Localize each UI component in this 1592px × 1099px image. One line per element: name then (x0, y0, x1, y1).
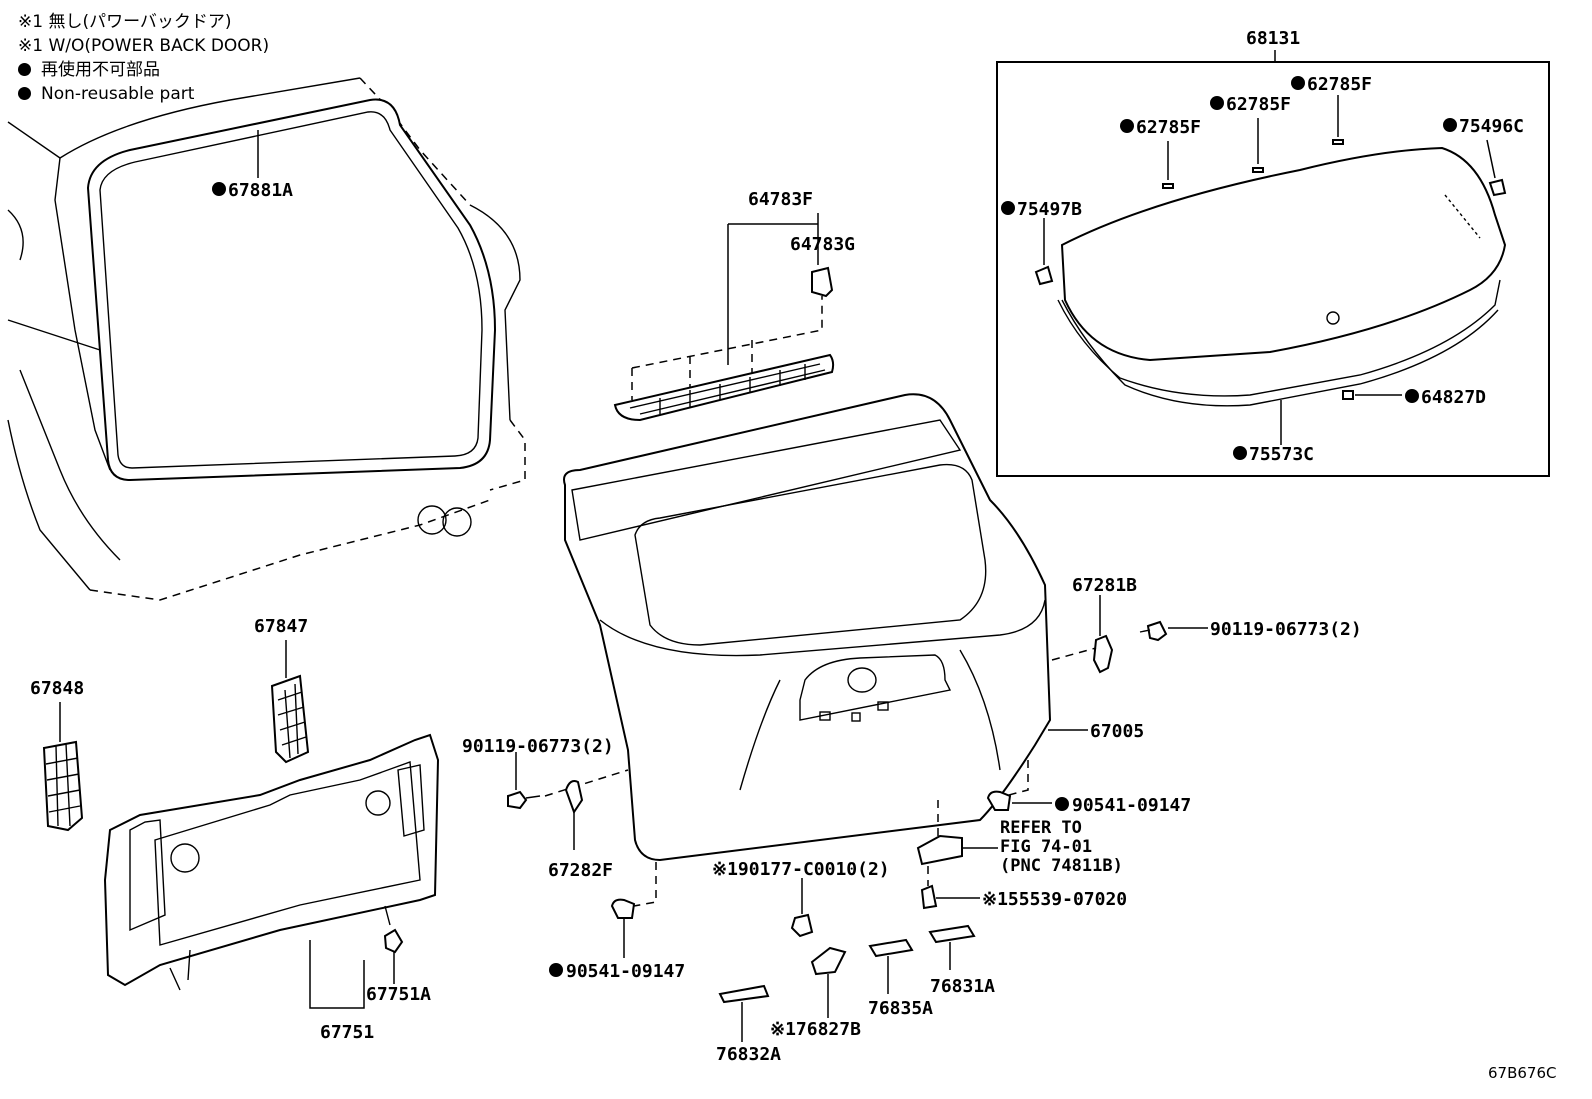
bracket-67281b (1092, 620, 1168, 674)
bolt-90119-left-shank (525, 795, 541, 799)
nonreusable-dot-icon (1443, 118, 1457, 132)
label-67881a: 67881A (228, 180, 293, 201)
nonreusable-dot-icon (549, 963, 563, 977)
license-lamp (916, 834, 963, 866)
weatherstrip-67881a (86, 98, 497, 482)
bolt-90119-left (507, 790, 528, 810)
label-75497b: 75497B (1017, 199, 1082, 220)
label-62785f-right: 62785F (1307, 74, 1372, 95)
label-90541-left: 90541-09147 (566, 961, 685, 982)
label-67848: 67848 (30, 678, 84, 699)
label-67751a: 67751A (366, 984, 431, 1005)
nonreusable-dot-icon (18, 63, 31, 76)
dashed-guide-67281b (1051, 647, 1097, 661)
label-67005: 67005 (1090, 721, 1144, 742)
legend-nonreuse-en-text: Non-reusable part (41, 84, 195, 104)
label-64783g: 64783G (790, 234, 855, 255)
nonreusable-dot-icon (212, 182, 226, 196)
nonreusable-dot-icon (1405, 389, 1419, 403)
switch-176827b (810, 946, 847, 976)
label-67282f: 67282F (548, 860, 613, 881)
nonreusable-dot-icon (1210, 96, 1224, 110)
refer-line-1: REFER TO (1000, 818, 1082, 838)
label-64783f: 64783F (748, 189, 813, 210)
trim-cover-67847 (270, 674, 310, 764)
trim-cover-67848 (42, 740, 84, 832)
lamp-bulb (920, 884, 938, 910)
figure-code: 67B676C (1488, 1064, 1556, 1082)
leaders-67281b (1099, 595, 1208, 636)
label-190177: ※190177-C0010(2) (712, 859, 890, 880)
stopper-90541-left (610, 898, 636, 919)
label-176827b: ※176827B (770, 1019, 861, 1040)
dashed-guide-stopper-right (1004, 760, 1029, 797)
legend: ※1 無し(パワーバックドア) ※1 W/O(POWER BACK DOOR) … (18, 10, 269, 106)
molding-76835a (868, 938, 914, 958)
leader-64783f (727, 213, 819, 365)
molding-76832a (718, 984, 770, 1004)
back-door-67005 (563, 393, 1052, 862)
back-door-glass (1034, 139, 1507, 407)
dashed-guide-90119-left (544, 769, 629, 797)
nonreusable-dot-icon (1233, 446, 1247, 460)
molding-76831a (928, 924, 976, 944)
label-62785f-left: 62785F (1136, 117, 1201, 138)
refer-line-2: FIG 74-01 (1000, 837, 1092, 857)
label-67847: 67847 (254, 616, 308, 637)
label-67751: 67751 (320, 1022, 374, 1043)
dashed-guide-stopper-left (633, 862, 657, 907)
label-76835a: 76835A (868, 998, 933, 1019)
clip-67751a (383, 928, 404, 954)
label-75496c: 75496C (1459, 116, 1524, 137)
legend-note-en: ※1 W/O(POWER BACK DOOR) (18, 36, 270, 56)
nonreusable-dot-icon (18, 87, 31, 100)
legend-nonreuse-jp-text: 再使用不可部品 (41, 60, 160, 80)
label-64827d: 64827D (1421, 387, 1486, 408)
trim-board-67751 (103, 733, 440, 991)
label-90119-right: 90119-06773(2) (1210, 619, 1362, 640)
dashed-guide-64783 (631, 296, 823, 400)
label-90541-right: 90541-09147 (1072, 795, 1191, 816)
leader-67751 (309, 940, 365, 1009)
legend-nonreuse-en: Non-reusable part (18, 82, 269, 106)
bracket-67282f (564, 780, 584, 815)
nonreusable-dot-icon (1001, 201, 1015, 215)
leaders-glass-parts (1043, 95, 1496, 445)
label-76832a: 76832A (716, 1044, 781, 1065)
clip-190177 (790, 913, 814, 938)
label-75573c: 75573C (1249, 444, 1314, 465)
label-90119-left: 90119-06773(2) (462, 736, 614, 757)
label-62785f-mid: 62785F (1226, 94, 1291, 115)
glass-group-box (996, 50, 1550, 477)
vehicle-body-illustration (7, 77, 526, 601)
nonreusable-dot-icon (1055, 797, 1069, 811)
nonreusable-dot-icon (1291, 76, 1305, 90)
nonreusable-dot-icon (1120, 119, 1134, 133)
label-68131: 68131 (1246, 28, 1300, 49)
stopper-90541-right (986, 790, 1012, 811)
label-155539: ※155539-07020 (982, 889, 1127, 910)
refer-line-3: (PNC 74811B) (1000, 856, 1123, 876)
label-76831a: 76831A (930, 976, 995, 997)
legend-nonreuse-jp: 再使用不可部品 (18, 58, 269, 82)
label-67281b: 67281B (1072, 575, 1137, 596)
garnish-64783f (613, 266, 835, 422)
legend-note-jp: ※1 無し(パワーバックドア) (18, 12, 232, 32)
